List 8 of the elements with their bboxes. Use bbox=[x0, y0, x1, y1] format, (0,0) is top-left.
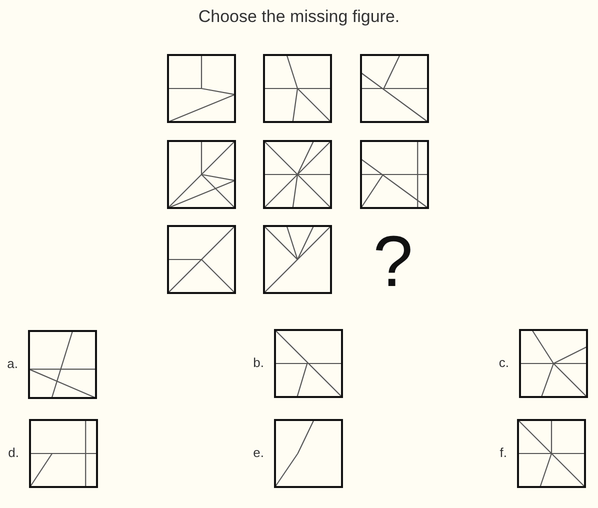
option-letter: c. bbox=[498, 355, 509, 371]
option-letter: b. bbox=[253, 355, 264, 371]
option-letter: a. bbox=[7, 356, 18, 372]
option-letter: e. bbox=[253, 445, 264, 461]
question-mark: ? bbox=[373, 226, 414, 298]
heading: Choose the missing figure. bbox=[198, 7, 400, 27]
option-letter: d. bbox=[8, 445, 19, 461]
option-letter: f. bbox=[500, 445, 507, 461]
